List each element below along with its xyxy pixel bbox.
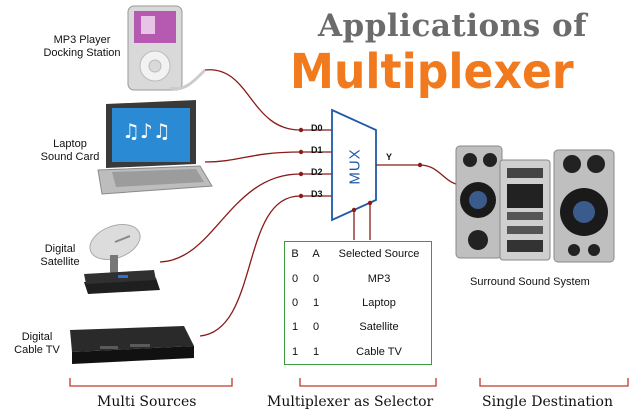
surround-sound-icon [455,145,615,263]
header-b: B [291,248,299,261]
table-row: 1 0 Satellite [291,321,399,334]
pin-d0: D0 [311,123,323,133]
footer-single-destination: Single Destination [482,394,613,410]
header-selected-source: Selected Source [338,248,420,261]
cable-tv-box-icon [70,326,194,364]
title-line2: Multiplexer [290,44,574,100]
pin-y: Y [386,152,393,162]
truth-table: B A Selected Source 0 0 MP3 0 1 Laptop 1… [284,241,432,365]
svg-text:♫♪♫: ♫♪♫ [122,119,171,143]
mux-label: MUX [346,148,364,185]
footer-multi-sources: Multi Sources [97,394,197,410]
satellite-dish-icon [84,224,160,294]
laptop-icon: ♫♪♫ [97,100,213,195]
table-row: 1 1 Cable TV [291,345,402,358]
truth-table-header: B A Selected Source [285,242,432,267]
table-row: 0 0 MP3 [291,272,391,285]
pin-d2: D2 [311,167,323,177]
footer-mux-selector: Multiplexer as Selector [267,394,434,410]
wire-d2 [159,173,332,263]
title-line1: Applications of [318,8,587,44]
table-row: 0 1 Laptop [291,296,396,309]
wire-d3 [199,195,332,337]
wire-output [376,164,463,186]
footer-brackets [69,378,629,387]
destination-label: Surround Sound System [470,276,590,288]
pin-d3: D3 [311,189,323,199]
header-a: A [312,248,320,261]
wire-d1 [204,151,332,163]
mp3-player-icon [127,5,207,91]
pin-d1: D1 [311,145,323,155]
mux-block [331,108,377,222]
wire-d0 [204,69,332,131]
